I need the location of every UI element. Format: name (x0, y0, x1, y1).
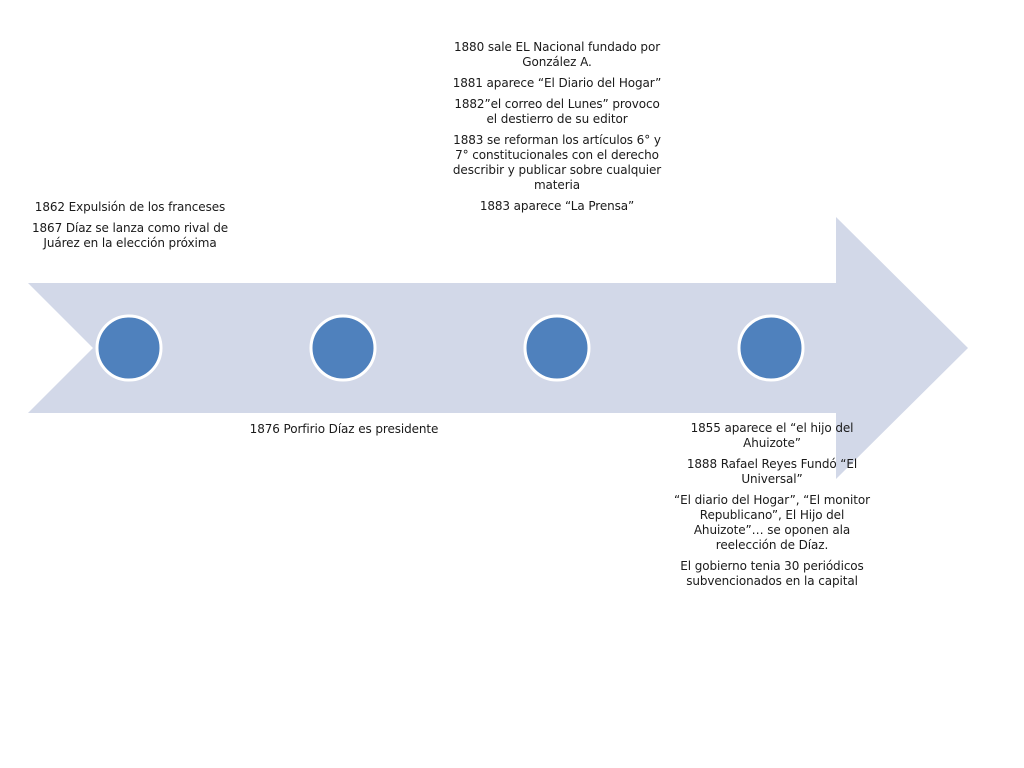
timeline-entry: 1862 Expulsión de los franceses (34, 200, 226, 214)
timeline-text-block-1: 1862 Expulsión de los franceses 1867 Día… (28, 200, 232, 251)
timeline-text-block-3: 1880 sale EL Nacional fundado por Gonzál… (452, 40, 662, 214)
timeline-entry: 1882”el correo del Lunes” provoco el des… (454, 97, 660, 126)
timeline-entry: 1855 aparece el “el hijo del Ahuizote” (690, 421, 854, 450)
timeline-node-1 (95, 314, 163, 382)
timeline-node-2 (309, 314, 377, 382)
timeline-node-4 (737, 314, 805, 382)
timeline-entry: “El diario del Hogar”, “El monitor Repub… (674, 493, 870, 552)
timeline-entry: 1867 Díaz se lanza como rival de Juárez … (31, 221, 229, 250)
timeline-entry: 1888 Rafael Reyes Fundó “El Universal” (686, 457, 858, 486)
timeline-entry: 1876 Porfirio Díaz es presidente (249, 422, 439, 436)
timeline-entry: 1883 aparece “La Prensa” (479, 199, 635, 213)
timeline-text-block-2: 1876 Porfirio Díaz es presidente (244, 422, 444, 437)
timeline-entry: 1881 aparece “El Diario del Hogar” (452, 76, 662, 90)
timeline-entry: 1880 sale EL Nacional fundado por Gonzál… (453, 40, 661, 69)
timeline-entry: El gobierno tenia 30 periódicos subvenci… (680, 559, 864, 588)
timeline-entry: 1883 se reforman los artículos 6° y 7° c… (452, 133, 662, 192)
timeline-text-block-4: 1855 aparece el “el hijo del Ahuizote” 1… (672, 421, 872, 589)
timeline-arrow (28, 217, 968, 479)
timeline-node-3 (523, 314, 591, 382)
